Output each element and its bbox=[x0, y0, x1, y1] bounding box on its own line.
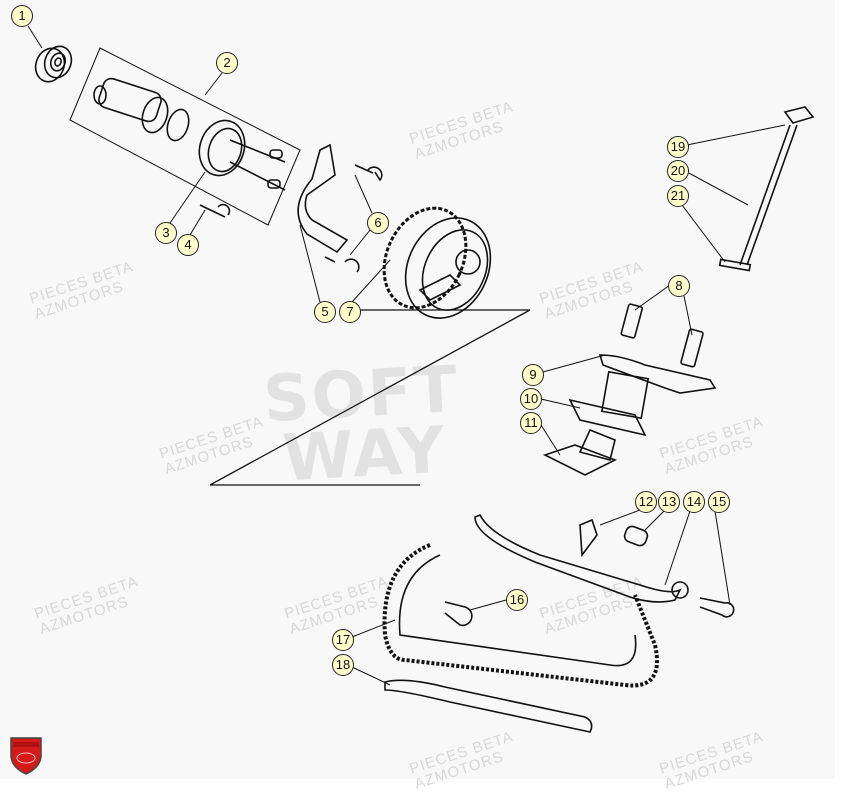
timing-chain bbox=[382, 513, 735, 733]
callout-19[interactable]: 19 bbox=[667, 136, 689, 158]
bearing-part bbox=[34, 45, 73, 83]
chain-tensioner bbox=[568, 370, 650, 461]
callout-10[interactable]: 10 bbox=[520, 388, 542, 410]
bracket-part bbox=[297, 143, 383, 273]
callout-18[interactable]: 18 bbox=[332, 654, 354, 676]
callout-9[interactable]: 9 bbox=[522, 364, 544, 386]
gear-part bbox=[382, 206, 492, 319]
callout-1[interactable]: 1 bbox=[11, 5, 33, 27]
callout-8[interactable]: 8 bbox=[668, 275, 690, 297]
callout-5[interactable]: 5 bbox=[314, 301, 336, 323]
callout-15[interactable]: 15 bbox=[708, 491, 730, 513]
callout-17[interactable]: 17 bbox=[332, 629, 354, 651]
callout-4[interactable]: 4 bbox=[177, 234, 199, 256]
callout-7[interactable]: 7 bbox=[339, 301, 361, 323]
long-bolt bbox=[718, 106, 815, 272]
callout-21[interactable]: 21 bbox=[667, 185, 689, 207]
callout-16[interactable]: 16 bbox=[506, 589, 528, 611]
callout-2[interactable]: 2 bbox=[216, 52, 238, 74]
callout-13[interactable]: 13 bbox=[658, 491, 680, 513]
callout-11[interactable]: 11 bbox=[520, 412, 542, 434]
callout-12[interactable]: 12 bbox=[635, 491, 657, 513]
tensioner-plate bbox=[598, 354, 717, 394]
bolt-part bbox=[620, 303, 704, 368]
callout-14[interactable]: 14 bbox=[683, 491, 705, 513]
balance-shaft-assembly bbox=[69, 47, 301, 226]
callout-3[interactable]: 3 bbox=[155, 222, 177, 244]
gasket bbox=[542, 444, 617, 476]
assembly-line bbox=[209, 309, 531, 486]
callout-20[interactable]: 20 bbox=[667, 160, 689, 182]
leader-lines bbox=[27, 25, 786, 686]
azmotors-logo bbox=[10, 737, 42, 775]
callout-6[interactable]: 6 bbox=[367, 212, 389, 234]
